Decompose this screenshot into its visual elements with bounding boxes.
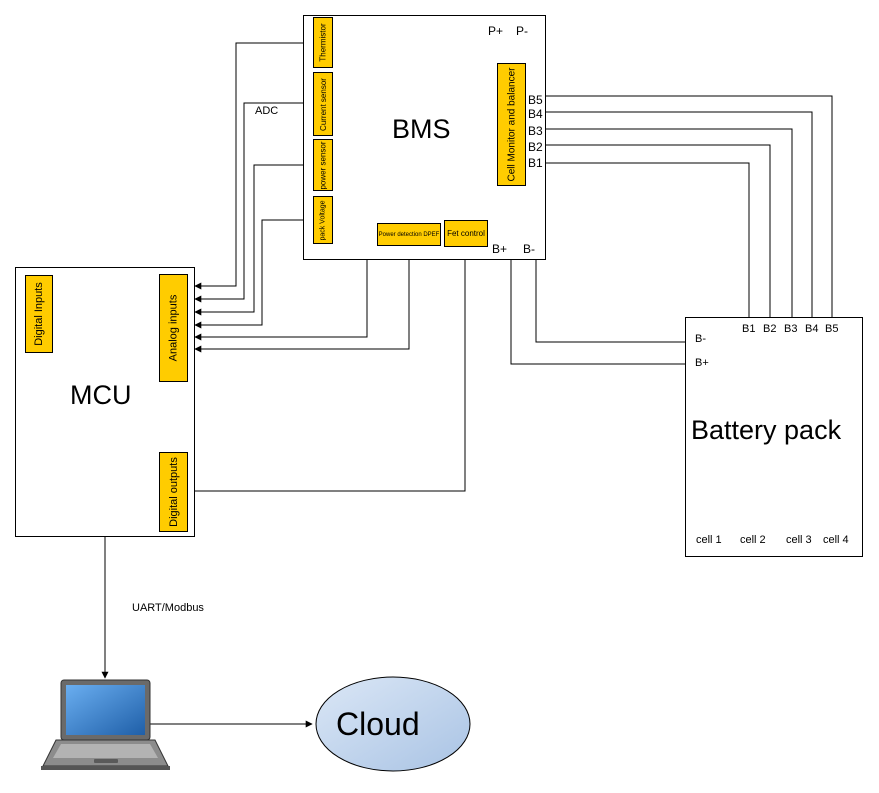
bms-p-plus-label: P+ (488, 24, 504, 38)
battery-tap-b5: B5 (825, 323, 839, 335)
pack-voltage-label: pack Voltage (319, 199, 327, 241)
wire-b1 (545, 162, 750, 317)
bms-b-plus-label: B+ (492, 242, 508, 256)
thermistor-block: Thermistor (313, 17, 333, 68)
wire-thermistor (194, 42, 313, 290)
fet-control-block: Fet control (444, 220, 488, 247)
bms-tap-b2: B2 (528, 140, 543, 154)
bms-title: BMS (392, 114, 451, 144)
cell-label-1: cell 1 (696, 534, 722, 546)
power-detection-block: Power detection DPEF (377, 223, 441, 246)
cell-monitor-block: Cell Monitor and balancer (497, 63, 526, 186)
cell-label-2: cell 2 (740, 534, 766, 546)
wire-pack-voltage (194, 219, 313, 329)
digital-outputs-block: Digital outputs (159, 452, 188, 532)
mcu-title: MCU (70, 380, 132, 410)
wire-b-minus (535, 259, 685, 343)
wire-power-detection (194, 246, 410, 353)
cloud-label: Cloud (336, 706, 420, 742)
bms-tap-b5: B5 (528, 93, 543, 107)
wire-current-sensor (194, 102, 313, 303)
pack-voltage-block: pack Voltage (313, 196, 333, 244)
bms-tap-b1: B1 (528, 156, 543, 170)
wire-b2 (545, 144, 771, 317)
cell-monitor-label: Cell Monitor and balancer (506, 67, 518, 182)
analog-inputs-label: Analog inputs (167, 294, 180, 362)
bms-b-minus-label: B- (523, 242, 535, 256)
battery-tap-b1: B1 (742, 323, 756, 335)
power-detection-label: Power detection DPEF (378, 231, 440, 238)
uart-label: UART/Modbus (132, 602, 204, 614)
cell-label-4: cell 4 (823, 534, 849, 546)
battery-tap-b2: B2 (763, 323, 777, 335)
wire-fet-control (188, 247, 469, 492)
battery-pack-title: Battery pack (691, 415, 842, 445)
current-sensor-block: Current sensor (313, 72, 333, 136)
digital-inputs-block: Digital Inputs (25, 275, 53, 353)
adc-label: ADC (255, 105, 279, 117)
battery-pack-block (685, 317, 863, 557)
wire-b-plus (510, 259, 685, 365)
battery-tap-b3: B3 (784, 323, 798, 335)
thermistor-label: Thermistor (318, 23, 328, 62)
cloud-shape (315, 676, 471, 772)
wire-b5 (545, 95, 833, 317)
laptop-icon (41, 679, 170, 770)
bms-tap-b3: B3 (528, 124, 543, 138)
power-sensor-block: power sensor (313, 139, 333, 191)
wire-b4 (545, 111, 813, 317)
wire-power-sensor (194, 164, 313, 316)
bms-tap-b4: B4 (528, 107, 543, 121)
fet-control-label: Fet control (447, 229, 485, 238)
analog-inputs-block: Analog inputs (159, 274, 188, 382)
battery-b-minus-label: B- (695, 333, 706, 345)
battery-b-plus-label: B+ (695, 357, 709, 369)
battery-tap-b4: B4 (805, 323, 819, 335)
bms-p-minus-label: P- (516, 24, 528, 38)
cell-label-3: cell 3 (786, 534, 812, 546)
digital-outputs-label: Digital outputs (167, 457, 180, 527)
wire-b3 (545, 128, 793, 317)
digital-inputs-label: Digital Inputs (33, 282, 45, 346)
power-sensor-label: power sensor (318, 140, 328, 190)
current-sensor-label: Current sensor (318, 77, 328, 131)
